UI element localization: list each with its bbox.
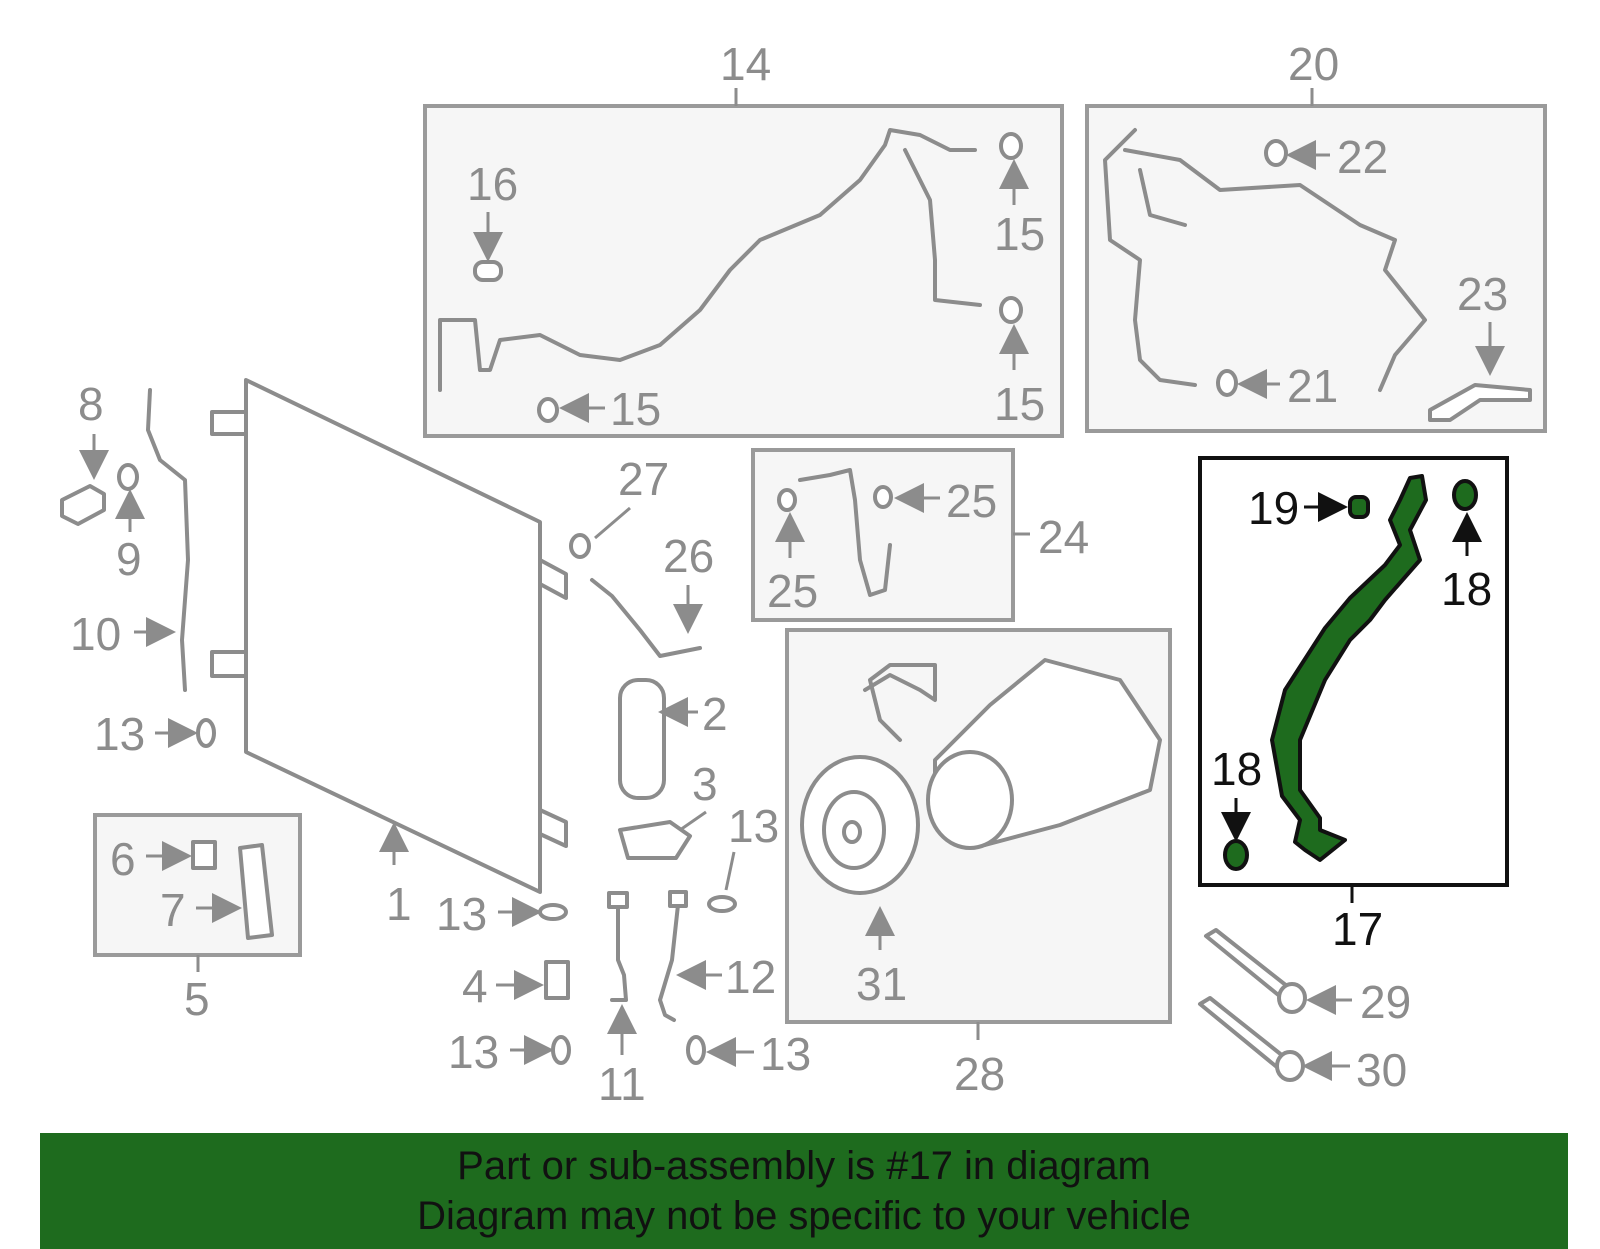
callout-27[interactable]: 27 xyxy=(618,453,669,505)
callout-15-lower[interactable]: 15 xyxy=(994,378,1045,430)
hose-17[interactable] xyxy=(1270,474,1428,862)
callout-13-mid-b[interactable]: 13 xyxy=(728,800,779,852)
callout-12[interactable]: 12 xyxy=(725,951,776,1003)
callout-25-left[interactable]: 25 xyxy=(767,565,818,617)
callout-20[interactable]: 20 xyxy=(1288,38,1339,90)
bolt-29 xyxy=(1204,928,1294,1000)
pipe-11 xyxy=(610,898,628,1002)
callout-17[interactable]: 17 xyxy=(1332,903,1383,955)
callout-8[interactable]: 8 xyxy=(78,378,104,430)
condenser-1 xyxy=(244,378,542,894)
banner-line-2: Diagram may not be specific to your vehi… xyxy=(417,1194,1191,1238)
callout-3[interactable]: 3 xyxy=(692,758,718,810)
seal-6 xyxy=(191,840,217,870)
callout-23[interactable]: 23 xyxy=(1457,268,1508,320)
callout-18-left[interactable]: 18 xyxy=(1211,743,1262,795)
bracket-3 xyxy=(618,820,692,860)
banner-line-1: Part or sub-assembly is #17 in diagram xyxy=(457,1144,1151,1188)
pipe-26 xyxy=(590,578,702,658)
oring-18-upper xyxy=(1452,479,1478,511)
callout-21[interactable]: 21 xyxy=(1287,360,1338,412)
pipe-20 xyxy=(1103,128,1197,387)
callout-2[interactable]: 2 xyxy=(702,688,728,740)
callout-9[interactable]: 9 xyxy=(116,533,142,585)
pipe-14 xyxy=(438,128,977,392)
box-14 xyxy=(423,104,1064,438)
pipe-10 xyxy=(146,388,190,692)
callout-26[interactable]: 26 xyxy=(663,530,714,582)
parts-diagram: 14 16 15 15 15 20 22 23 21 8 9 10 13 1 2… xyxy=(60,38,1547,1110)
callout-6[interactable]: 6 xyxy=(110,833,136,885)
info-banner: Part or sub-assembly is #17 in diagram D… xyxy=(40,1133,1568,1249)
pipe-24 xyxy=(798,468,892,597)
callout-31[interactable]: 31 xyxy=(856,958,907,1010)
callout-19[interactable]: 19 xyxy=(1248,482,1299,534)
callout-1[interactable]: 1 xyxy=(386,878,412,930)
pipe-12 xyxy=(658,903,680,1022)
callout-14[interactable]: 14 xyxy=(720,38,771,90)
cap-19 xyxy=(1348,495,1370,519)
bracket-4 xyxy=(544,960,570,1000)
callout-11[interactable]: 11 xyxy=(598,1058,646,1110)
callout-15-upper[interactable]: 15 xyxy=(994,208,1045,260)
callout-28[interactable]: 28 xyxy=(954,1048,1005,1100)
callout-30[interactable]: 30 xyxy=(1356,1044,1407,1096)
bolt-30 xyxy=(1198,996,1290,1070)
callout-13-mid-c[interactable]: 13 xyxy=(448,1026,499,1078)
receiver-drier-2 xyxy=(618,678,666,800)
box-17 xyxy=(1198,456,1509,887)
callout-16[interactable]: 16 xyxy=(467,158,518,210)
callout-15-left[interactable]: 15 xyxy=(610,383,661,435)
callout-13-mid-a[interactable]: 13 xyxy=(436,888,487,940)
callout-13-mid-d[interactable]: 13 xyxy=(760,1028,811,1080)
callout-13-left[interactable]: 13 xyxy=(94,708,145,760)
pressure-switch-8 xyxy=(60,484,106,526)
oring-18-lower xyxy=(1223,839,1249,871)
callout-7[interactable]: 7 xyxy=(160,884,186,936)
callout-5[interactable]: 5 xyxy=(184,973,210,1025)
callout-22[interactable]: 22 xyxy=(1337,131,1388,183)
callout-25-right[interactable]: 25 xyxy=(946,475,997,527)
callout-29[interactable]: 29 xyxy=(1360,976,1411,1028)
callout-4[interactable]: 4 xyxy=(462,960,488,1012)
callout-10[interactable]: 10 xyxy=(70,608,121,660)
seal-7 xyxy=(238,843,274,940)
box-20 xyxy=(1085,104,1547,433)
callout-18-right[interactable]: 18 xyxy=(1441,563,1492,615)
callout-24[interactable]: 24 xyxy=(1038,511,1089,563)
